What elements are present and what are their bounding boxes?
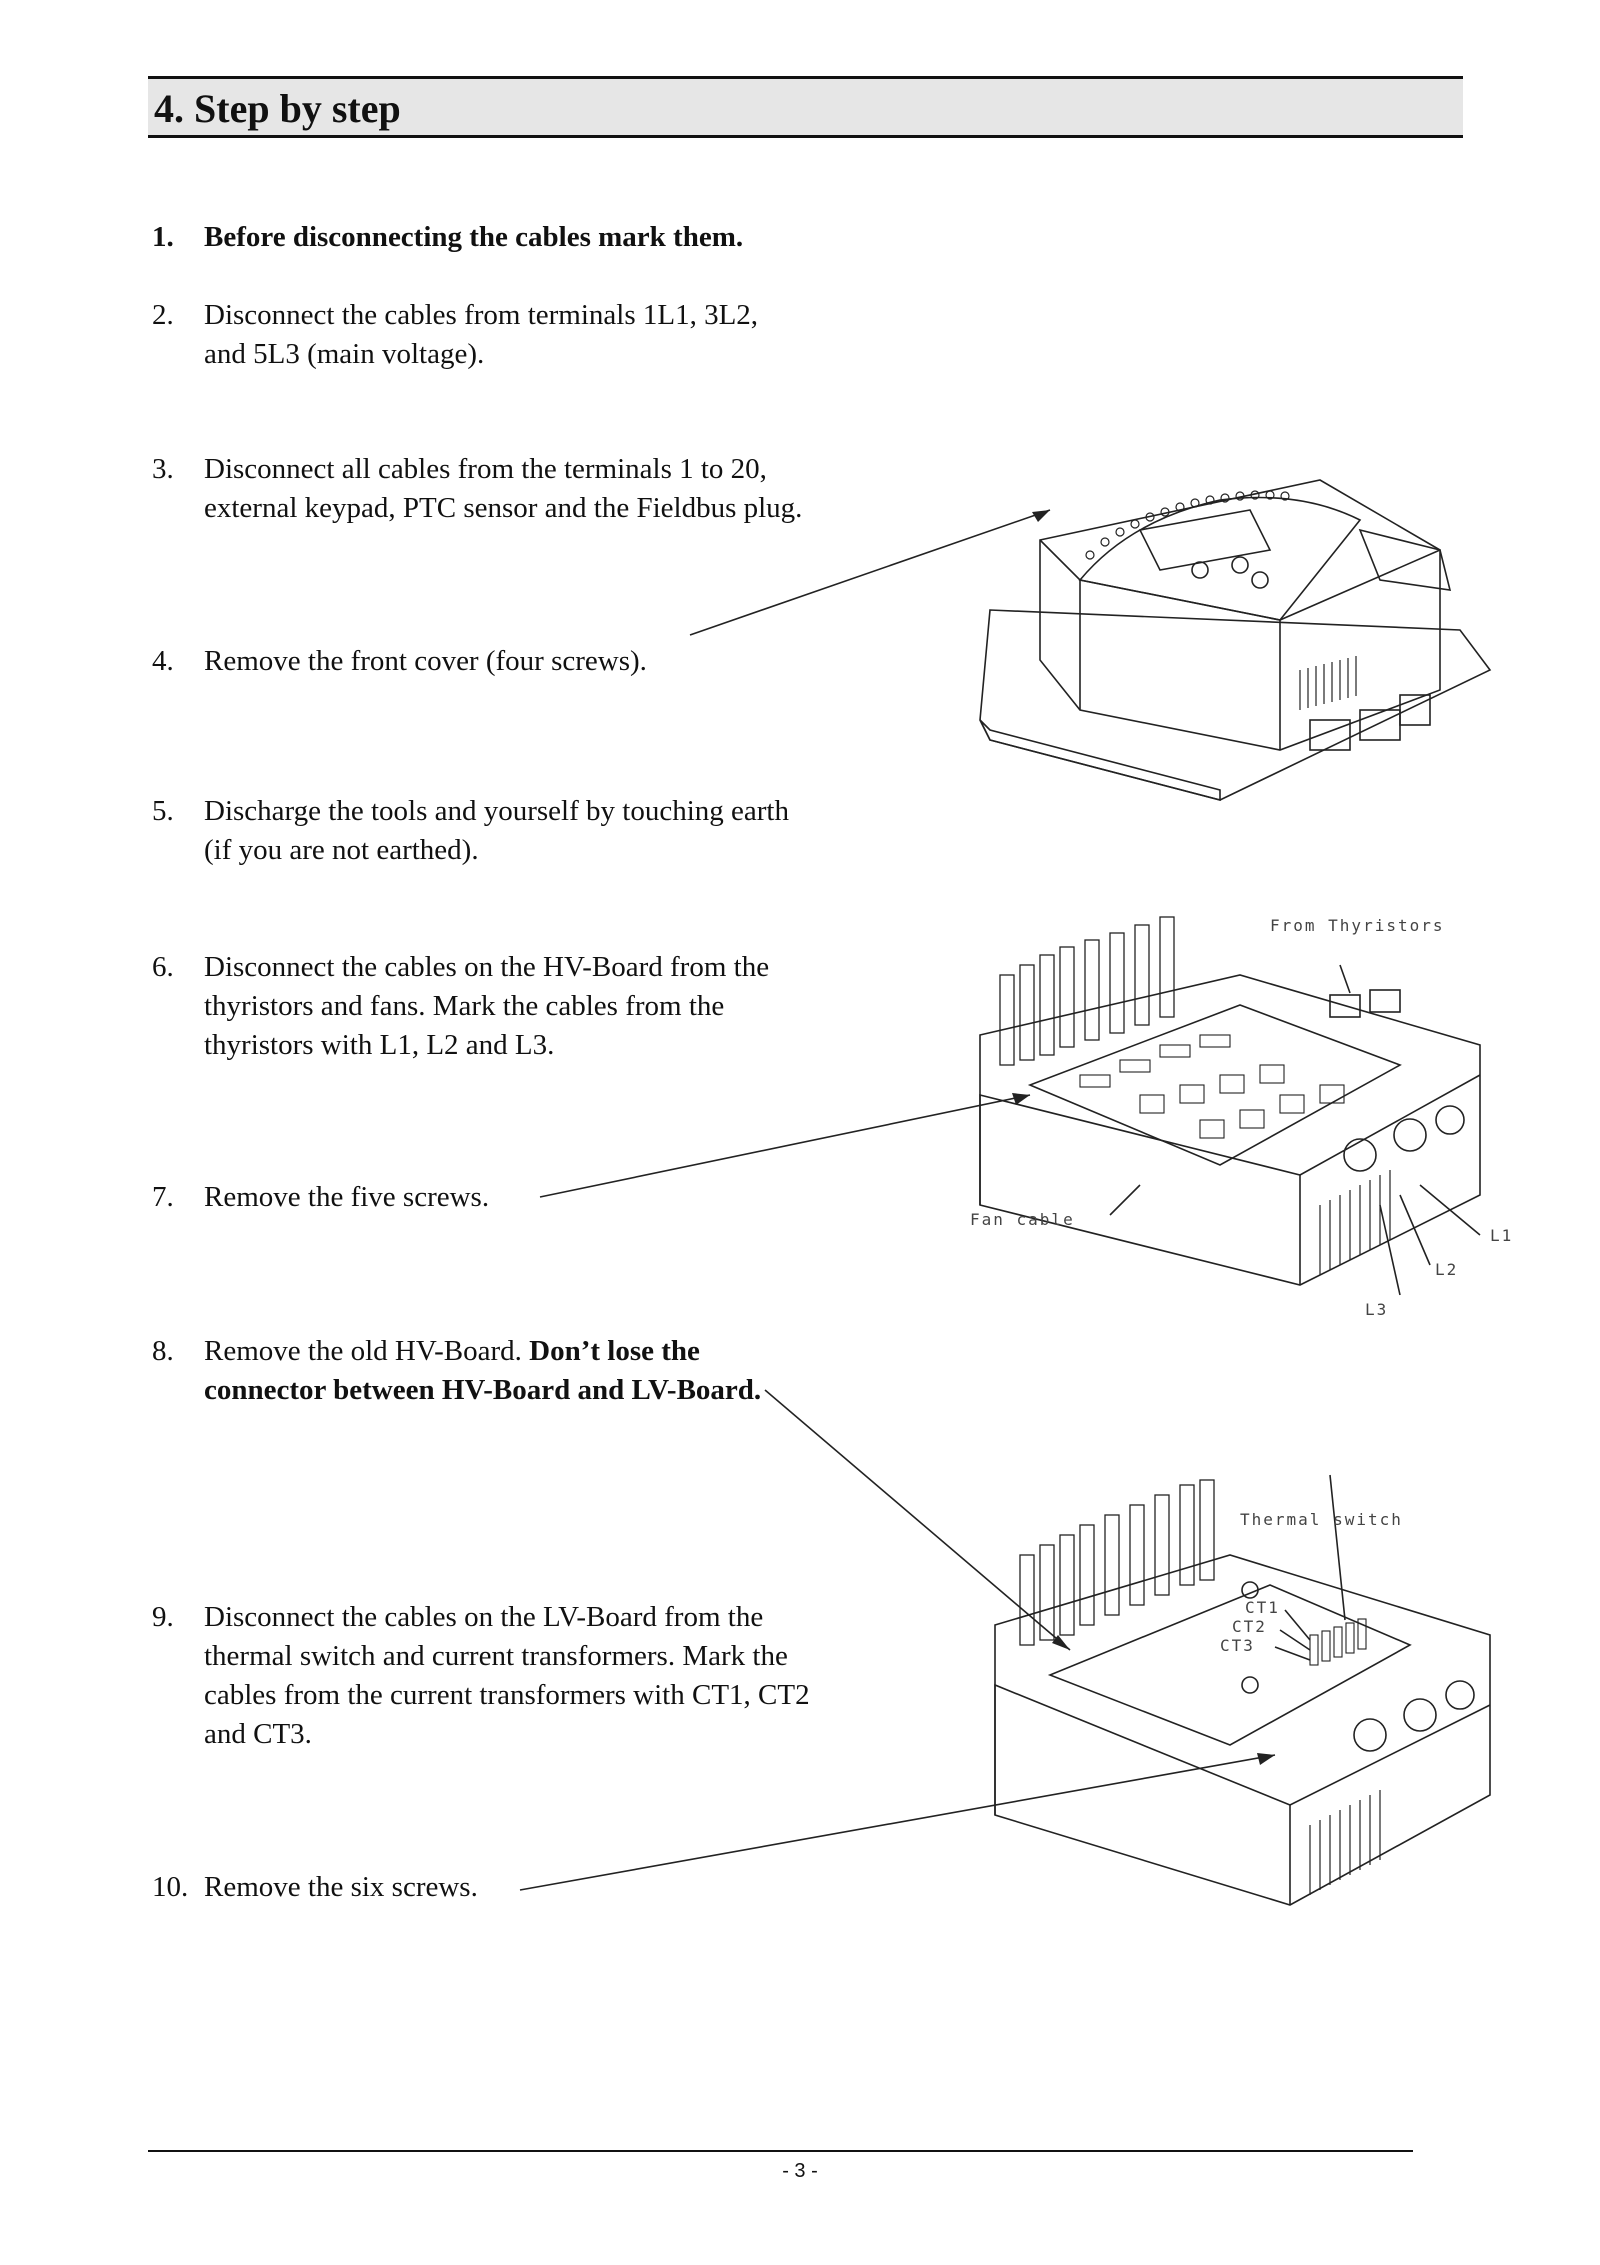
- label-fan-cable: Fan cable: [970, 1210, 1075, 1229]
- step-number: 5.: [152, 795, 174, 827]
- step-8: 8. Remove the old HV-Board. Don’t lose t…: [152, 1332, 792, 1410]
- step-text: Discharge the tools and yourself by touc…: [204, 795, 789, 866]
- hv-board-figure: From Thyristors Fan cable L1 L2 L3: [539, 916, 1513, 1319]
- step-text: Remove the six screws.: [204, 1871, 478, 1903]
- step-text: Disconnect the cables on the LV-Board fr…: [204, 1601, 810, 1750]
- step-4: 4. Remove the front cover (four screws).: [152, 642, 842, 681]
- step-2: 2. Disconnect the cables from terminals …: [152, 296, 792, 374]
- label-l1: L1: [1490, 1226, 1513, 1245]
- step-text: Before disconnecting the cables mark the…: [204, 221, 744, 253]
- step-number: 10.: [152, 1871, 189, 1903]
- step-3: 3. Disconnect all cables from the termin…: [152, 450, 812, 528]
- label-l3: L3: [1365, 1300, 1388, 1319]
- step-number: 9.: [152, 1601, 174, 1633]
- step-10: 10. Remove the six screws.: [152, 1868, 842, 1907]
- label-thermal-switch: Thermal switch: [1240, 1510, 1403, 1529]
- section-title: 4. Step by step: [154, 86, 401, 131]
- label-ct3: CT3: [1220, 1636, 1255, 1655]
- step-text: Disconnect all cables from the terminals…: [204, 453, 803, 524]
- step-text: Remove the five screws.: [204, 1181, 490, 1213]
- step-number: 3.: [152, 453, 174, 485]
- label-l2: L2: [1435, 1260, 1458, 1279]
- step-warning: Don’t lose the connector between HV-Boar…: [204, 1335, 762, 1406]
- step-5: 5. Discharge the tools and yourself by t…: [152, 792, 822, 870]
- footer-divider: [148, 2150, 1413, 2152]
- step-number: 1.: [152, 221, 174, 253]
- step-text: Remove the old HV-Board.: [204, 1335, 522, 1367]
- step-number: 2.: [152, 299, 174, 331]
- label-ct2: CT2: [1232, 1617, 1267, 1636]
- page-number: - 3 -: [782, 2160, 818, 2182]
- step-number: 6.: [152, 951, 174, 983]
- step-text: Remove the front cover (four screws).: [204, 645, 647, 677]
- step-6: 6. Disconnect the cables on the HV-Board…: [152, 948, 832, 1065]
- step-7: 7. Remove the five screws.: [152, 1178, 842, 1217]
- softstarter-cover-figure: [689, 479, 1492, 802]
- step-9: 9. Disconnect the cables on the LV-Board…: [152, 1598, 832, 1754]
- lv-board-figure: Thermal switch CT1 CT2 CT3: [519, 1389, 1491, 1906]
- label-from-thyristors: From Thyristors: [1270, 916, 1445, 935]
- step-text: Disconnect the cables on the HV-Board fr…: [204, 951, 770, 1061]
- label-ct1: CT1: [1245, 1598, 1280, 1617]
- step-text: Disconnect the cables from terminals 1L1…: [204, 299, 759, 370]
- step-1: 1. Before disconnecting the cables mark …: [152, 218, 842, 257]
- step-number: 8.: [152, 1335, 174, 1367]
- step-number: 7.: [152, 1181, 174, 1213]
- step-number: 4.: [152, 645, 174, 677]
- section-header: 4. Step by step: [148, 76, 1463, 138]
